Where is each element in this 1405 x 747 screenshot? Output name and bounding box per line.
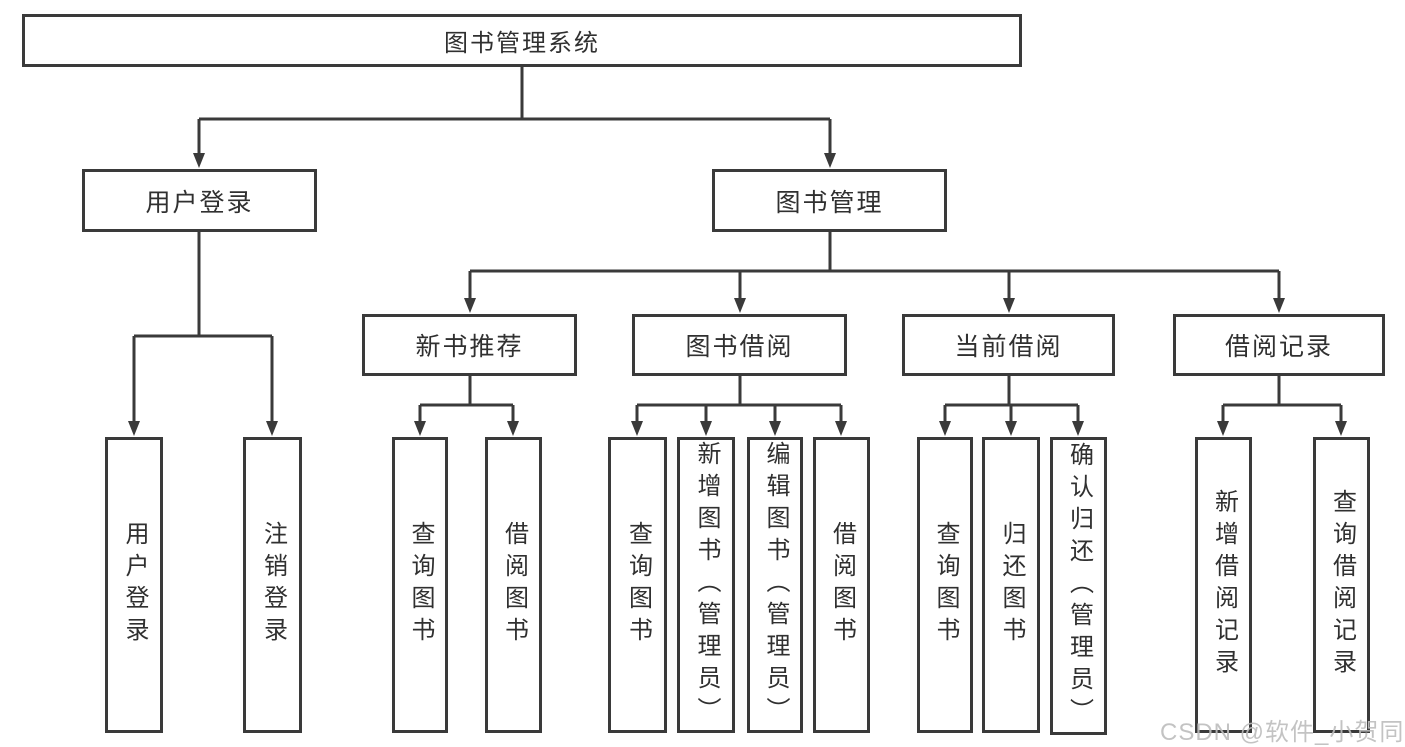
leaf-newbooks-borrow: 借阅图书 [485, 437, 542, 733]
leaf-records-add: 新增借阅记录 [1195, 437, 1252, 733]
leaf-logout: 注销登录 [243, 437, 302, 733]
edges-current-borrow-to-leaves [939, 376, 1084, 436]
node-root: 图书管理系统 [22, 14, 1022, 67]
edges-user-login-to-leaves [128, 232, 278, 436]
node-book-borrow: 图书借阅 [632, 314, 847, 376]
leaf-newbooks-query: 查询图书 [392, 437, 448, 733]
leaf-current-return: 归还图书 [982, 437, 1040, 733]
edges-root-to-level1 [193, 67, 836, 168]
leaf-borrow-add: 新增图书（管理员） [677, 437, 735, 733]
edges-new-books-to-leaves [414, 376, 519, 436]
node-current-borrow: 当前借阅 [902, 314, 1115, 376]
node-user-login: 用户登录 [82, 169, 317, 232]
leaf-current-query: 查询图书 [917, 437, 973, 733]
leaf-borrow-edit: 编辑图书（管理员） [747, 437, 803, 733]
node-new-books: 新书推荐 [362, 314, 577, 376]
leaf-user-login: 用户登录 [105, 437, 163, 733]
csdn-watermark: CSDN @软件_小贺同学 [1160, 719, 1405, 746]
edges-book-mgmt-to-level2 [464, 232, 1285, 313]
node-book-mgmt: 图书管理 [712, 169, 947, 232]
leaf-records-query: 查询借阅记录 [1313, 437, 1370, 733]
leaf-current-confirm: 确认归还（管理员） [1050, 437, 1107, 735]
edges-borrow-records-to-leaves [1217, 376, 1347, 436]
leaf-borrow-query: 查询图书 [608, 437, 667, 733]
node-borrow-records: 借阅记录 [1173, 314, 1385, 376]
leaf-borrow-borrow: 借阅图书 [813, 437, 870, 733]
edges-book-borrow-to-leaves [631, 376, 847, 436]
